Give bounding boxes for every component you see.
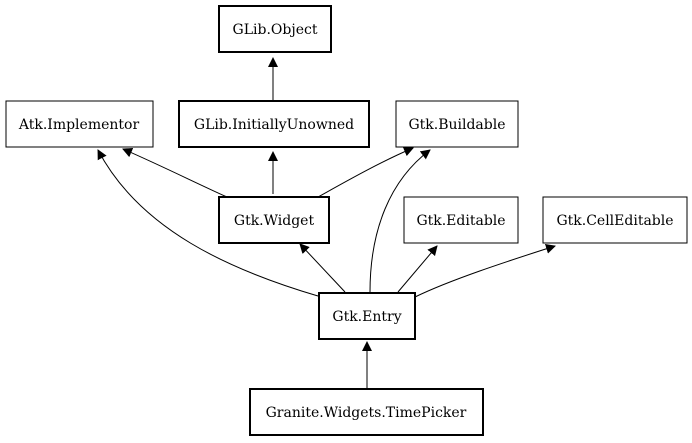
node-gtk-buildable[interactable]: Gtk.Buildable (395, 100, 519, 148)
node-label: Granite.Widgets.TimePicker (266, 405, 467, 421)
node-label: GLib.Object (233, 22, 318, 38)
node-box (178, 100, 370, 148)
node-label: Gtk.Buildable (408, 117, 505, 133)
node-atk-implementor[interactable]: Atk.Implementor (5, 100, 154, 148)
edge-widget-to-atk-implementor (122, 147, 228, 198)
node-label: Gtk.Widget (234, 213, 315, 229)
node-box (5, 100, 154, 148)
node-label: Gtk.CellEditable (556, 213, 673, 229)
edges (97, 57, 556, 388)
node-box (218, 196, 330, 244)
node-glib-object[interactable]: GLib.Object (218, 5, 332, 53)
node-label: GLib.InitiallyUnowned (194, 117, 354, 133)
node-gtk-editable[interactable]: Gtk.Editable (403, 196, 519, 244)
node-granite-time-picker[interactable]: Granite.Widgets.TimePicker (249, 388, 484, 436)
edge-entry-to-atk-implementor (97, 149, 319, 297)
node-gtk-widget[interactable]: Gtk.Widget (218, 196, 330, 244)
node-box (403, 196, 519, 244)
node-gtk-entry[interactable]: Gtk.Entry (318, 292, 416, 340)
node-box (249, 388, 484, 436)
edge-entry-to-cell-editable (414, 243, 556, 298)
node-label: Atk.Implementor (18, 117, 140, 133)
node-glib-initially-unowned[interactable]: GLib.InitiallyUnowned (178, 100, 370, 148)
node-box (542, 196, 688, 244)
node-gtk-cell-editable[interactable]: Gtk.CellEditable (542, 196, 688, 244)
node-box (218, 5, 332, 53)
edge-entry-to-editable (397, 245, 438, 293)
edge-entry-to-buildable (369, 149, 431, 293)
edge-widget-to-buildable (317, 146, 414, 198)
node-box (395, 100, 519, 148)
node-box (318, 292, 416, 340)
nodes: GLib.Object Atk.Implementor GLib.Initial… (5, 5, 688, 436)
node-label: Gtk.Entry (332, 309, 401, 325)
edge-entry-to-widget (299, 243, 346, 293)
node-label: Gtk.Editable (416, 213, 505, 229)
